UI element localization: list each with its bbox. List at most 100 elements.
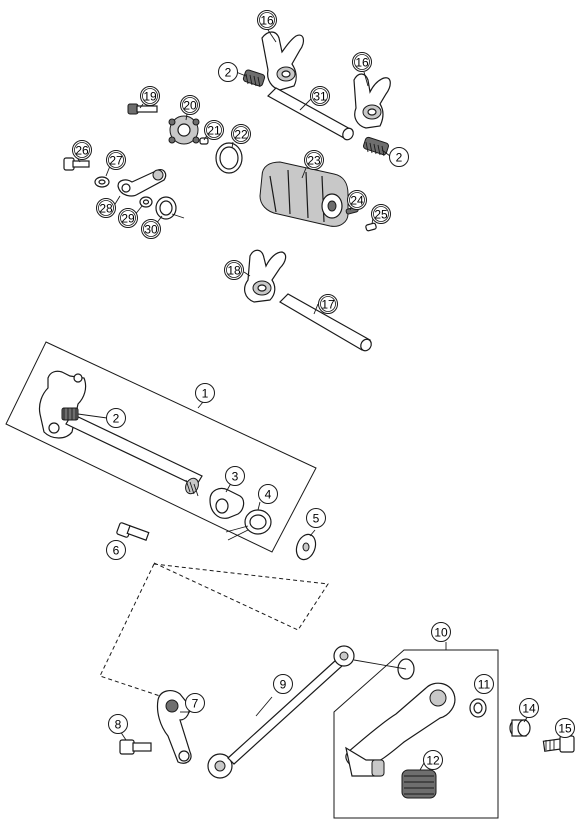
bolt-6 [116,522,150,541]
callout-27: 27 [106,150,126,170]
leader-lines [77,29,561,771]
callout-circle [106,408,126,428]
callout-label: 31 [313,90,327,104]
bolt-15 [542,735,575,753]
callout-30: 30 [141,219,161,239]
callout-label: 30 [144,223,158,237]
alignment-line [99,561,329,701]
callout-label: 26 [75,144,89,158]
callout-inner-ring [233,126,249,142]
spring-30 [155,196,185,220]
callout-circle [185,693,205,713]
callout-inner-ring [373,206,389,222]
callout-24: 24 [347,190,367,210]
callout-29: 29 [118,208,138,228]
callout-14: 14 [519,698,539,718]
shift-lever-10 [345,658,456,777]
callout-label: 3 [232,470,239,484]
callout-17: 17 [318,294,338,314]
callout-circle [118,208,138,228]
callout-inner-ring [354,54,370,70]
spring-2-upper [242,69,266,88]
callout-circle [106,540,126,560]
callout-6: 6 [106,540,126,560]
callout-label: 16 [355,56,369,70]
callout-11: 11 [474,674,494,694]
bushing-14 [509,719,531,737]
callout-circle [431,622,451,642]
callout-circle [389,147,409,167]
callout-inner-ring [349,192,365,208]
callout-3: 3 [225,466,245,486]
shift-shaft-frame-1 [5,341,317,553]
callout-18: 18 [224,260,244,280]
callout-label: 9 [280,678,287,692]
washer-29 [139,196,153,208]
callout-circle [310,86,330,106]
shift-rod-9 [207,645,355,779]
callout-circle [371,204,391,224]
callout-inner-ring [120,210,136,226]
pin-21 [199,137,209,145]
callout-circle [519,698,539,718]
callout-label: 17 [321,298,335,312]
callout-label: 12 [426,754,440,768]
callout-circle [318,294,338,314]
callout-label: 1 [202,387,209,401]
callout-label: 20 [183,99,197,113]
callout-circle [195,383,215,403]
callout-label: 6 [113,544,120,558]
shift-lever-frame-10 [333,649,499,819]
callout-circle [225,466,245,486]
screw-26 [63,157,90,171]
callout-label: 2 [113,412,120,426]
callout-circle [423,750,443,770]
shift-star-20 [168,115,200,145]
callout-circle [141,219,161,239]
callout-label: 22 [234,128,248,142]
callout-label: 23 [307,154,321,168]
callout-label: 11 [478,678,491,692]
callout-2: 2 [389,147,409,167]
callout-inner-ring [206,122,222,138]
callout-label: 8 [115,718,122,732]
callout-circle [218,62,238,82]
bolt-8 [119,739,152,755]
fork-shaft-17 [279,293,372,352]
callout-label: 29 [121,212,135,226]
callout-circle [72,140,92,160]
callout-9: 9 [273,674,293,694]
callout-21: 21 [204,120,224,140]
callout-10: 10 [431,622,451,642]
callout-inner-ring [259,12,275,28]
callout-label: 18 [227,264,241,278]
callout-circle [474,674,494,694]
callout-label: 27 [109,154,123,168]
shift-shaft-1 [38,370,203,497]
callout-circle [273,674,293,694]
callout-label: 28 [99,202,113,216]
callout-circle [555,718,575,738]
callout-inner-ring [182,97,198,113]
callout-inner-ring [226,262,242,278]
callout-1: 1 [195,383,215,403]
callout-2: 2 [218,62,238,82]
callout-label: 10 [434,626,448,640]
washer-27 [94,176,110,188]
shift-drum-23 [259,161,349,227]
shift-fork-16-upper [261,31,305,91]
callout-label: 15 [558,722,572,736]
callout-label: 14 [522,702,536,716]
callout-4: 4 [258,484,278,504]
callout-23: 23 [304,150,324,170]
pin-25 [365,222,377,232]
callout-label: 19 [143,90,157,104]
callout-16: 16 [352,52,372,72]
shift-fork-18 [244,249,287,303]
callout-15: 15 [555,718,575,738]
callout-inner-ring [142,88,158,104]
callout-inner-ring [74,142,90,158]
callout-label: 24 [350,194,364,208]
